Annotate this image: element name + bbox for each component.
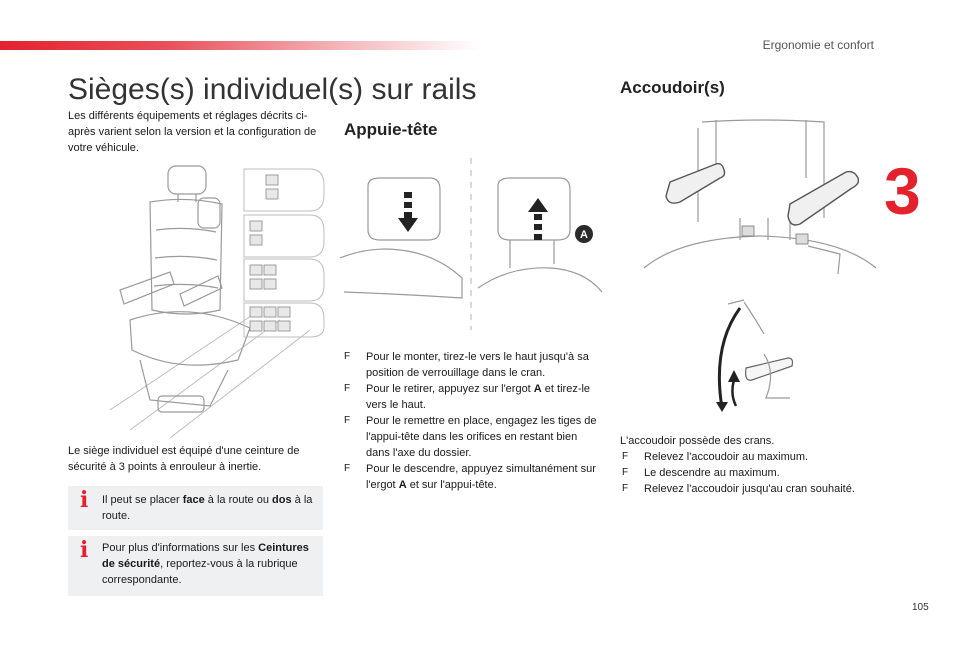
header-accent-bar	[0, 41, 480, 50]
armrest-intro: L'accoudoir possède des crans.	[620, 435, 775, 447]
seat-illustration	[110, 165, 311, 439]
page-title: Sièges(s) individuel(s) sur rails	[68, 73, 477, 106]
headrest-illustration: A	[340, 158, 602, 330]
chapter-number: 3	[884, 154, 921, 228]
info-icon: i	[80, 537, 89, 563]
info-box-orientation: i Il peut se placer face à la route ou d…	[68, 486, 323, 530]
armrest-positions-diagram	[716, 299, 794, 412]
page-number: 105	[912, 602, 929, 613]
intro-text: Les différents équipements et réglages d…	[68, 110, 317, 154]
headrest-heading: Appuie-tête	[344, 120, 438, 139]
section-title: Ergonomie et confort	[762, 38, 874, 52]
seat-belt-text: Le siège individuel est équipé d'une cei…	[68, 445, 300, 473]
van-layout-diagrams	[243, 168, 325, 338]
info-box-seatbelts: i Pour plus d'informations sur les Ceint…	[68, 536, 323, 596]
info-icon: i	[80, 487, 89, 513]
headrest-label-a: A	[580, 229, 588, 241]
armrest-heading: Accoudoir(s)	[620, 78, 725, 97]
armrest-illustration	[643, 119, 877, 275]
